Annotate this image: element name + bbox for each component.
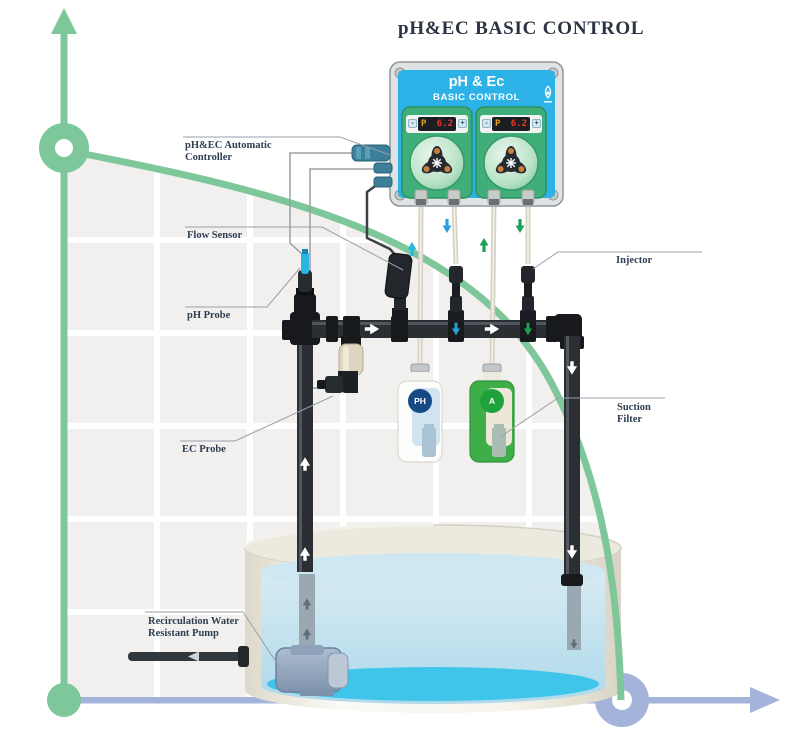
- recirculation-pump: [275, 645, 349, 696]
- elbow-fitting: [554, 314, 582, 342]
- ph-injection-arrow: [442, 219, 452, 233]
- bottle-cap: [482, 363, 502, 373]
- ec-injection-arrow: [515, 219, 525, 233]
- acid-badge-circle: [480, 389, 504, 413]
- ec-probe-connector: [317, 380, 326, 389]
- injector-2: [520, 266, 536, 322]
- injection-tubes: [451, 201, 531, 265]
- pump1-display-value: 6.2: [436, 119, 453, 129]
- pump1-display-mode: P: [421, 119, 427, 129]
- leader-lines: [145, 136, 702, 687]
- y-axis-arrow: [51, 8, 77, 34]
- bottle-cap: [410, 363, 430, 373]
- underwater-return-pipe: [567, 584, 581, 650]
- pump1-display: P 6.2: [418, 117, 456, 131]
- underwater-suction-pipe: [299, 574, 315, 658]
- label-injector: Injector: [616, 255, 653, 266]
- label-ec-probe: EC Probe: [182, 444, 226, 455]
- pump-rotor: [495, 146, 527, 174]
- ph-probe-tip: [301, 252, 309, 274]
- water-tank: [128, 523, 622, 713]
- ec-suction-arrow: [479, 238, 489, 252]
- pump-rotor: [421, 146, 453, 174]
- label-suction-filter: Suction Filter: [617, 402, 651, 425]
- flow-sensor: [384, 252, 413, 322]
- ph-badge-circle: [408, 389, 432, 413]
- pump1-minus-button: -: [408, 119, 417, 128]
- label-flow-sensor: Flow Sensor: [187, 230, 243, 241]
- probe-connectors: [351, 144, 393, 188]
- outflow-arrow: [188, 651, 199, 662]
- water-surface: [261, 553, 605, 591]
- green-boundary-curve: [63, 146, 625, 701]
- water-bottom-glow: [267, 667, 599, 701]
- suction-tubes: [417, 201, 497, 369]
- injector-1: [448, 266, 464, 322]
- acid-bottle-badge: A: [488, 395, 496, 406]
- ph-bottle-badge: PH: [414, 395, 426, 406]
- pump2-minus-button: -: [482, 119, 491, 128]
- acid-bottle: [469, 363, 515, 463]
- origin-dot: [47, 683, 81, 717]
- controller-subtitle: BASIC CONTROL: [433, 92, 520, 103]
- controller-name: pH & Ec: [448, 74, 505, 90]
- pump-outlet-pipe: [128, 646, 249, 667]
- pump2-display-mode: P: [495, 119, 501, 129]
- pump2-display-value: 6.2: [510, 119, 527, 129]
- bnc-connector: [351, 144, 391, 162]
- ec-probe: [317, 336, 364, 393]
- ph-probe: [294, 249, 316, 316]
- diagram-title: pH&EC BASIC CONTROL: [398, 18, 645, 39]
- x-axis-arrow: [750, 687, 780, 713]
- label-automatic-controller: pH&EC Automatic Controller: [185, 140, 272, 163]
- pump2-display: P 6.2: [492, 117, 530, 131]
- y-axis: [39, 8, 89, 717]
- pump1-plus-button: +: [458, 119, 467, 128]
- ph-bottle: [397, 363, 443, 463]
- suction-filter-pickup: [422, 424, 436, 457]
- label-ph-probe: pH Probe: [187, 310, 231, 321]
- label-recirculation-pump: Recirculation Water Resistant Pump: [148, 616, 239, 639]
- suction-filter-pickup: [492, 424, 506, 457]
- water-drop-logo: [544, 85, 552, 103]
- pump2-plus-button: +: [532, 119, 541, 128]
